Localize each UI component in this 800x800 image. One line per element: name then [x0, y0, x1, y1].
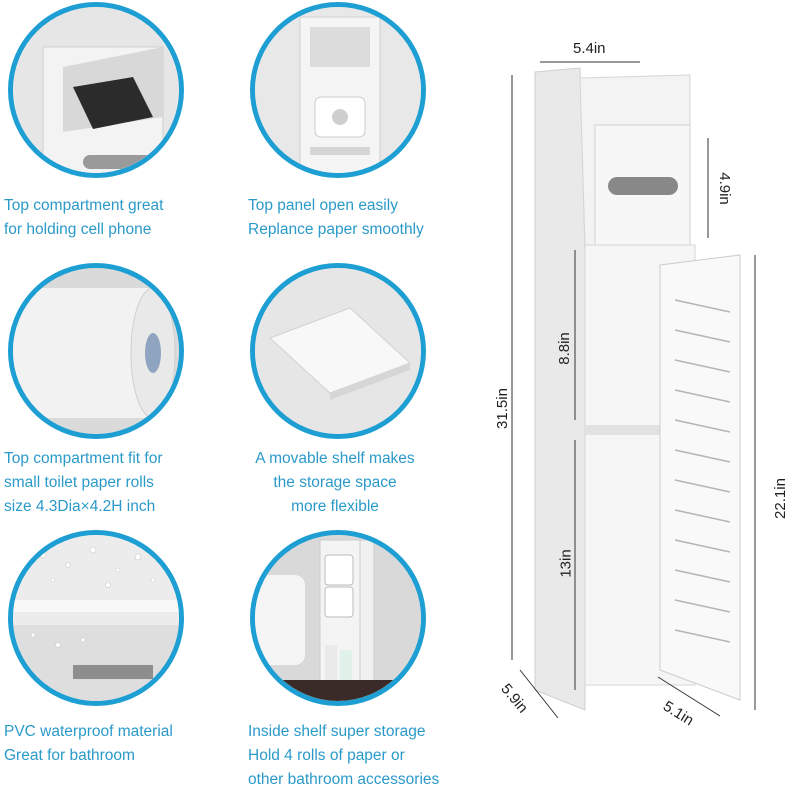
- caption-line: size 4.3Dia×4.2H inch: [4, 498, 156, 515]
- waterproof-surface-illustration: [13, 535, 179, 701]
- dimension-total-height: 31.5in: [493, 388, 511, 429]
- caption-line: PVC waterproof material: [4, 723, 173, 740]
- feature-caption-3: Top compartment fit for small toilet pap…: [4, 447, 163, 519]
- cabinet-top-phone-illustration: [13, 7, 179, 173]
- dimension-top-width: 5.4in: [573, 40, 606, 57]
- caption-line: for holding cell phone: [4, 221, 152, 238]
- feature-image-top-panel: [250, 2, 426, 178]
- caption-line: Top compartment great: [4, 197, 164, 214]
- toilet-paper-roll-illustration: [13, 268, 179, 434]
- feature-caption-6: Inside shelf super storage Hold 4 rolls …: [248, 720, 439, 792]
- caption-line: Replance paper smoothly: [248, 221, 424, 238]
- caption-line: Inside shelf super storage: [248, 723, 426, 740]
- caption-line: small toilet paper rolls: [4, 474, 154, 491]
- top-panel-paper-illustration: [255, 7, 421, 173]
- shelf-panel-illustration: [255, 268, 421, 434]
- bathroom-cabinet-illustration: [255, 535, 421, 701]
- feature-image-bathroom-storage: [250, 530, 426, 706]
- caption-line: more flexible: [291, 498, 379, 515]
- feature-image-waterproof: [8, 530, 184, 706]
- caption-line: the storage space: [273, 474, 397, 491]
- caption-line: Top panel open easily: [248, 197, 398, 214]
- feature-caption-4: A movable shelf makes the storage space …: [230, 447, 440, 519]
- feature-caption-5: PVC waterproof material Great for bathro…: [4, 720, 173, 768]
- feature-image-phone-compartment: [8, 2, 184, 178]
- dimension-upper-shelf: 8.8in: [555, 332, 573, 365]
- feature-caption-1: Top compartment great for holding cell p…: [4, 194, 163, 242]
- caption-line: Top compartment fit for: [4, 450, 163, 467]
- dimension-top-box-height: 4.9in: [715, 172, 733, 205]
- feature-image-paper-roll: [8, 263, 184, 439]
- caption-line: other bathroom accessories: [248, 771, 440, 788]
- feature-image-movable-shelf: [250, 263, 426, 439]
- feature-caption-2: Top panel open easily Replance paper smo…: [248, 194, 424, 242]
- dimension-lower-shelf: 13in: [557, 549, 575, 578]
- caption-line: Hold 4 rolls of paper or: [248, 747, 405, 764]
- cabinet-dimension-diagram: [511, 61, 756, 719]
- caption-line: Great for bathroom: [4, 747, 135, 764]
- caption-line: A movable shelf makes: [255, 450, 415, 467]
- dimension-door-height: 22.1in: [771, 478, 789, 519]
